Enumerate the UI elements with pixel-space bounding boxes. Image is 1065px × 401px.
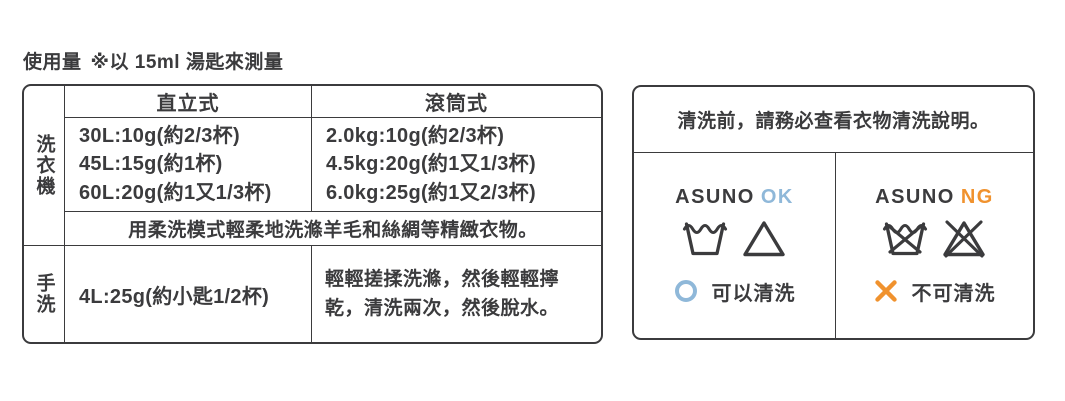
row-label-hand-wash: 手洗 — [24, 246, 65, 342]
circle-ok-icon — [674, 280, 697, 302]
row-label-washing-machine: 洗衣機 — [24, 86, 65, 246]
dose-line: 6.0kg:25g(約1又2/3杯) — [326, 181, 536, 204]
ok-status-label: OK — [760, 185, 794, 208]
column-header-top-load: 直立式 — [65, 86, 312, 118]
drum-dose-cell: 2.0kg:10g(約2/3杯) 4.5kg:20g(約1又1/3杯) 6.0k… — [312, 118, 601, 212]
page-title: 使用量 ※以 15ml 湯匙來測量 — [23, 47, 283, 74]
cross-ng-icon — [874, 280, 897, 302]
dose-line: 2.0kg:10g(約2/3杯) — [326, 124, 505, 147]
gentle-wash-note: 用柔洗模式輕柔地洗滌羊毛和絲綢等精緻衣物。 — [65, 212, 601, 246]
wash-tub-icon — [682, 221, 728, 255]
column-header-drum: 滾筒式 — [312, 86, 601, 118]
hand-wash-instructions-cell: 輕輕搓揉洗滌，然後輕輕擰 乾，清洗兩次，然後脫水。 — [312, 246, 601, 342]
dose-line: 30L:10g(約2/3杯) — [79, 124, 240, 147]
bleach-triangle-icon — [743, 220, 785, 256]
ng-verdict-row: 不可清洗 — [874, 277, 996, 306]
ok-icon-row — [682, 218, 787, 260]
dose-line: 45L:15g(約1杯) — [79, 153, 223, 176]
dose-line: 60L:20g(約1又1/3杯) — [79, 181, 272, 204]
hand-wash-dose-cell: 4L:25g(約小匙1/2杯) — [65, 246, 312, 342]
care-notice: 清洗前，請務必查看衣物清洗說明。 — [634, 87, 1033, 153]
ok-verdict-row: 可以清洗 — [674, 277, 796, 306]
do-not-wash-tub-icon — [882, 221, 928, 255]
instruction-line: 乾，清洗兩次，然後脫水。 — [325, 298, 560, 319]
dose-line: 4.5kg:20g(約1又1/3杯) — [326, 153, 536, 176]
do-not-bleach-triangle-icon — [943, 219, 985, 258]
brand-label: ASUNO — [875, 185, 955, 208]
ng-status-label: NG — [960, 185, 994, 208]
top-load-dose-cell: 30L:10g(約2/3杯) 45L:15g(約1杯) 60L:20g(約1又1… — [65, 118, 312, 212]
ng-verdict-label: 不可清洗 — [911, 282, 996, 305]
instruction-line: 輕輕搓揉洗滌，然後輕輕擰 — [325, 268, 560, 290]
measuring-note: ※以 15ml 湯匙來測量 — [90, 52, 284, 73]
ng-icon-row — [882, 218, 987, 260]
ok-verdict-label: 可以清洗 — [711, 282, 796, 305]
brand-label: ASUNO — [675, 185, 755, 208]
usage-table: 洗衣機 直立式 滾筒式 30L:10g(約2/3杯) 45L:15g(約1杯) … — [22, 84, 603, 344]
usage-title: 使用量 — [23, 52, 82, 73]
